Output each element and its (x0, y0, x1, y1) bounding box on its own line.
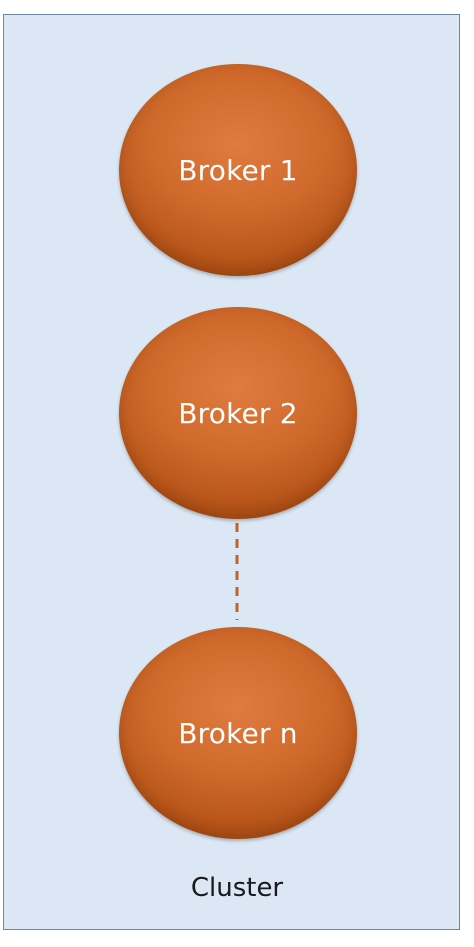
cluster-label: Cluster (190, 873, 284, 903)
broker-label-n: Broker n (178, 716, 298, 750)
dashed-connector (235, 523, 239, 620)
broker-label-1: Broker 1 (178, 153, 298, 187)
broker-node-2: Broker 2 (119, 307, 357, 519)
broker-label-2: Broker 2 (178, 396, 298, 430)
broker-node-1: Broker 1 (119, 64, 357, 276)
broker-node-n: Broker n (119, 627, 357, 839)
